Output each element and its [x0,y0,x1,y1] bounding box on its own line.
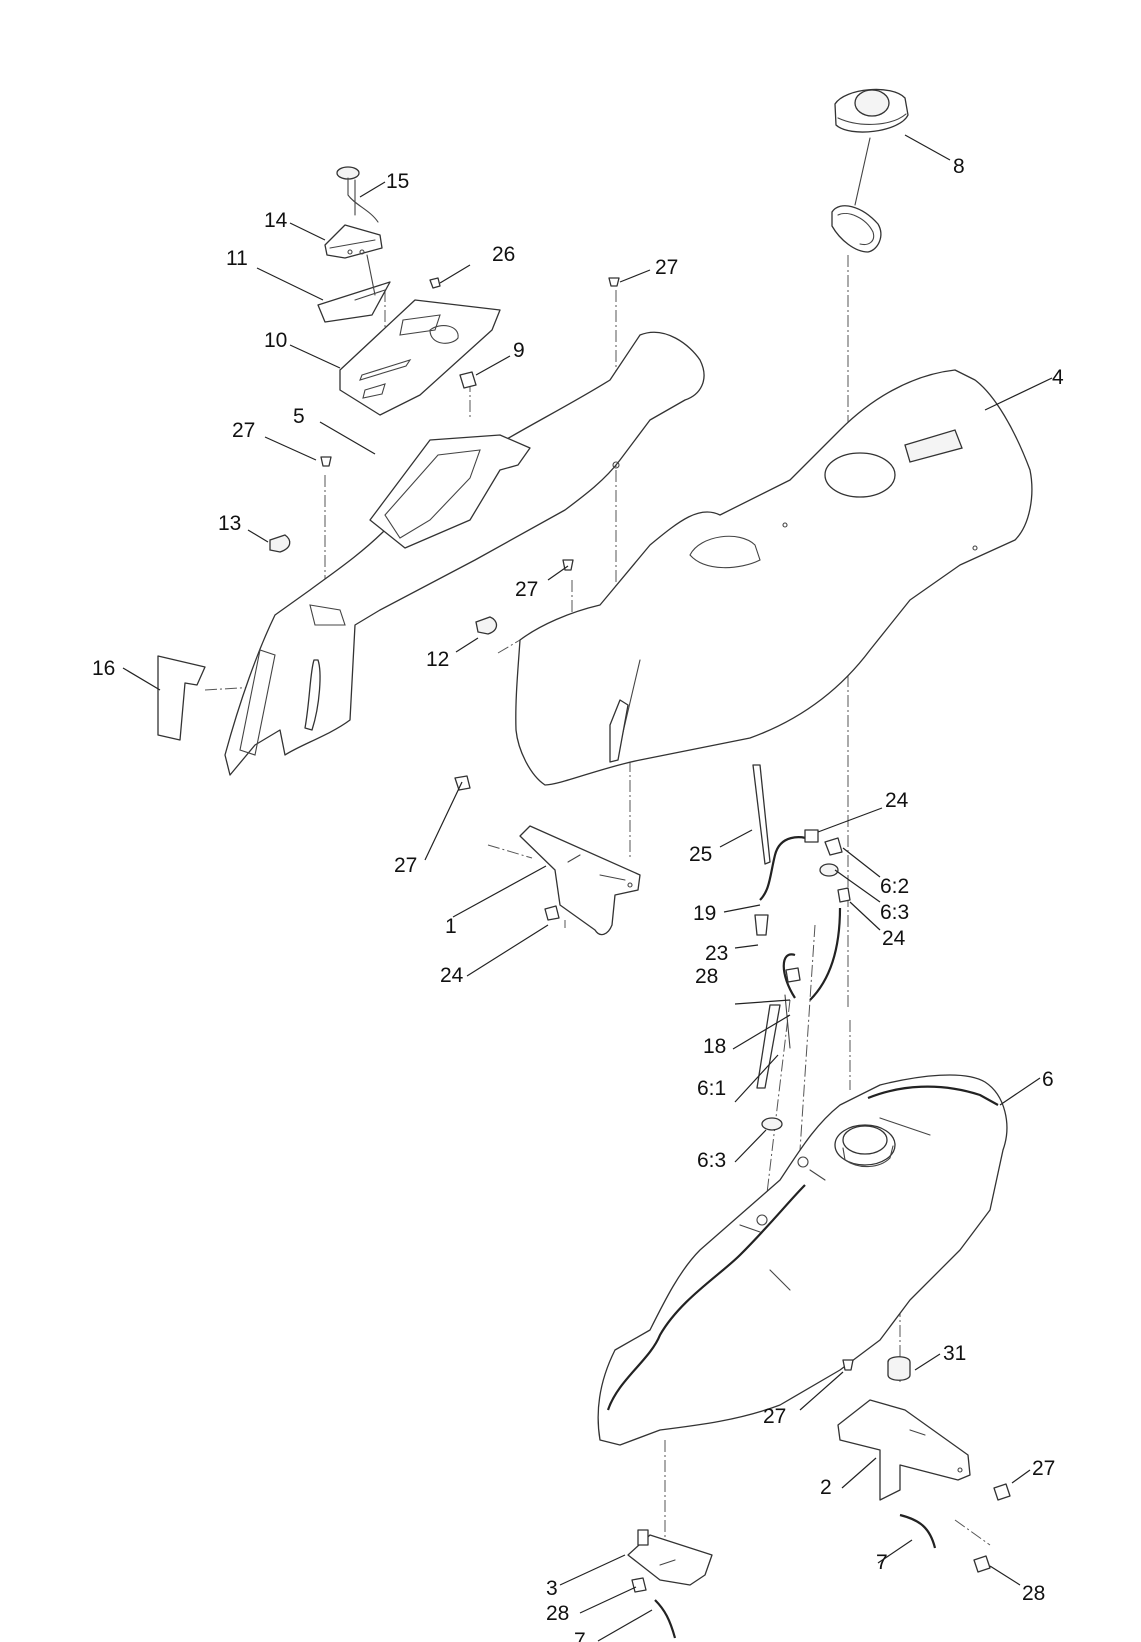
callout-label: 12 [426,648,449,671]
callout-label: 1 [445,915,457,938]
callout-label: 31 [943,1342,966,1365]
callout-label: 27 [1032,1457,1055,1480]
callout-label: 26 [492,243,515,266]
callout-label: 27 [763,1405,786,1428]
mounting-bracket-2 [837,1356,1011,1573]
callout-label: 28 [1022,1582,1045,1605]
choke-decal-plate [317,281,391,323]
control-panel-plate [339,299,501,416]
mounting-bracket-1 [454,775,641,936]
fuel-tank [597,1074,1008,1446]
fuel-cap [831,88,909,253]
callout-label: 28 [546,1602,569,1625]
leader-lines [122,134,1053,1642]
callout-label: 18 [703,1035,726,1058]
callout-label: 24 [882,927,906,950]
callout-label: 6:3 [880,901,909,924]
callout-label: 11 [226,247,248,270]
callout-label: 6:3 [697,1149,726,1172]
callout-label: 6:1 [697,1077,726,1100]
callout-label: 6:2 [880,875,909,898]
fuel-lines [752,764,851,1131]
callout-label: 8 [953,155,965,178]
callout-label: 24 [885,789,909,812]
callout-label: 24 [440,964,464,987]
callout-label: 23 [705,942,728,965]
callout-label: 27 [232,419,255,442]
callout-label: 7 [876,1551,888,1574]
callout-label: 19 [693,902,716,925]
callout-label: 7 [574,1629,586,1642]
callout-label: 4 [1052,366,1064,389]
callout-label: 27 [655,256,678,279]
callout-label: 6 [1042,1068,1054,1091]
callout-label: 27 [394,854,417,877]
callout-label: 10 [264,329,287,352]
callout-label: 15 [386,170,409,193]
callout-label: 2 [820,1476,832,1499]
callout-label: 25 [689,843,712,866]
callout-label: 16 [92,657,115,680]
callout-label: 5 [293,405,305,428]
choke-knob-cable [324,166,383,296]
rear-frame-cover [224,331,705,776]
mounting-bracket-3 [627,1529,713,1639]
callout-label: 9 [513,339,525,362]
callout-label: 14 [264,209,288,232]
front-hood-panel [515,369,1033,786]
callout-label: 27 [515,578,538,601]
callout-label: 13 [218,512,241,535]
callout-label: 28 [695,965,718,988]
callout-label: 3 [546,1577,558,1600]
callout-labels: 8 15 14 11 26 27 10 9 4 27 5 13 27 12 16… [92,155,1064,1642]
